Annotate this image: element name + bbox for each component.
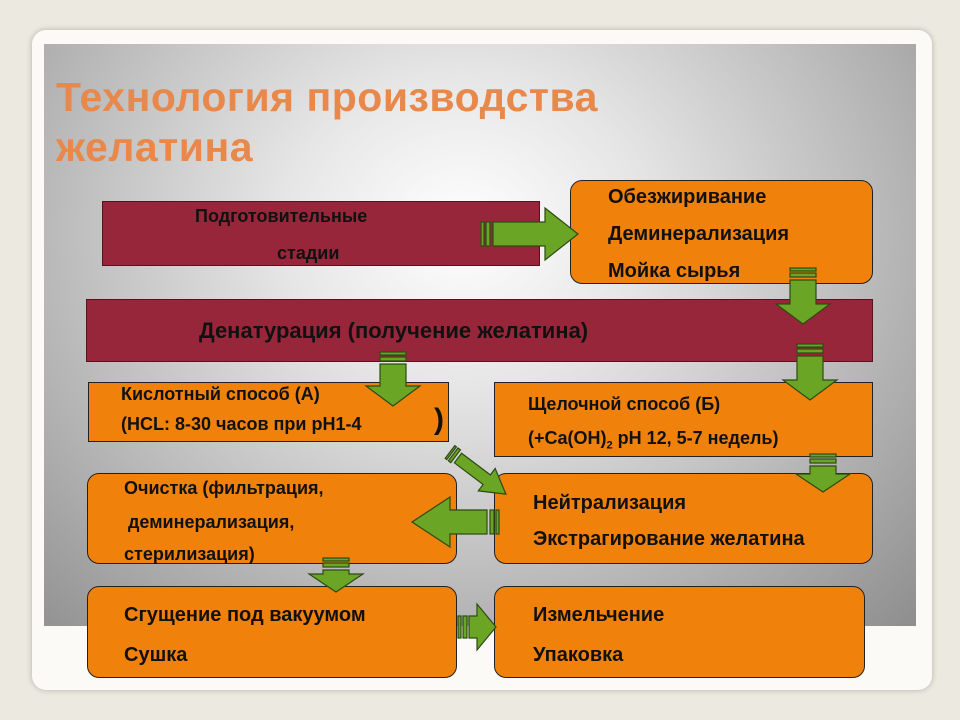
acid-method-box: Кислотный способ (А) (HCL: 8-30 часов пр… (88, 382, 449, 442)
alkali-method-box: Щелочной способ (Б) (+Ca(OH)2 pH 12, 5-7… (494, 382, 873, 457)
purify-line-1: Очистка (фильтрация, (124, 478, 324, 498)
neutral-line-2: Экстрагирование желатина (533, 528, 805, 550)
purification-box: Очистка (фильтрация, деминерализация, ст… (87, 473, 457, 564)
alkali-line-1: Щелочной способ (Б) (528, 394, 721, 414)
acid-paren: ) (434, 403, 444, 436)
acid-line-2: (HCL: 8-30 часов при pH1-4 (121, 414, 362, 434)
prep-stages-box: Подготовительные стадии (102, 201, 540, 266)
acid-line-1: Кислотный способ (А) (121, 384, 320, 404)
grinding-box: Измельчение Упаковка (494, 586, 865, 678)
vacuum-line-2: Сушка (124, 644, 188, 666)
neutralization-box: Нейтрализация Экстрагирование желатина (494, 473, 873, 564)
title-line-1: Технология производства (56, 74, 598, 120)
title-line-2: желатина (56, 124, 254, 170)
grind-line-1: Измельчение (533, 604, 665, 626)
purify-line-2: деминерализация, (128, 512, 295, 532)
denaturation-label: Денатурация (получение желатина) (199, 318, 589, 343)
vacuum-box: Сгущение под вакуумом Сушка (87, 586, 457, 678)
vacuum-line-1: Сгущение под вакуумом (124, 604, 366, 626)
grind-line-2: Упаковка (533, 644, 624, 666)
prep-line-1: Подготовительные (195, 206, 368, 226)
degrease-line-3: Мойка сырья (608, 260, 741, 282)
prep-line-2: стадии (277, 243, 340, 263)
degrease-line-2: Деминерализация (608, 223, 790, 245)
alkali-line-2: (+Ca(OH)2 pH 12, 5-7 недель) (528, 428, 779, 452)
degrease-line-1: Обезжиривание (608, 186, 767, 208)
denaturation-box: Денатурация (получение желатина) (86, 299, 873, 362)
degrease-box: Обезжиривание Деминерализация Мойка сырь… (570, 180, 873, 284)
page-title: Технология производства желатина (56, 72, 756, 172)
purify-line-3: стерилизация) (124, 544, 255, 564)
neutral-line-1: Нейтрализация (533, 492, 687, 514)
